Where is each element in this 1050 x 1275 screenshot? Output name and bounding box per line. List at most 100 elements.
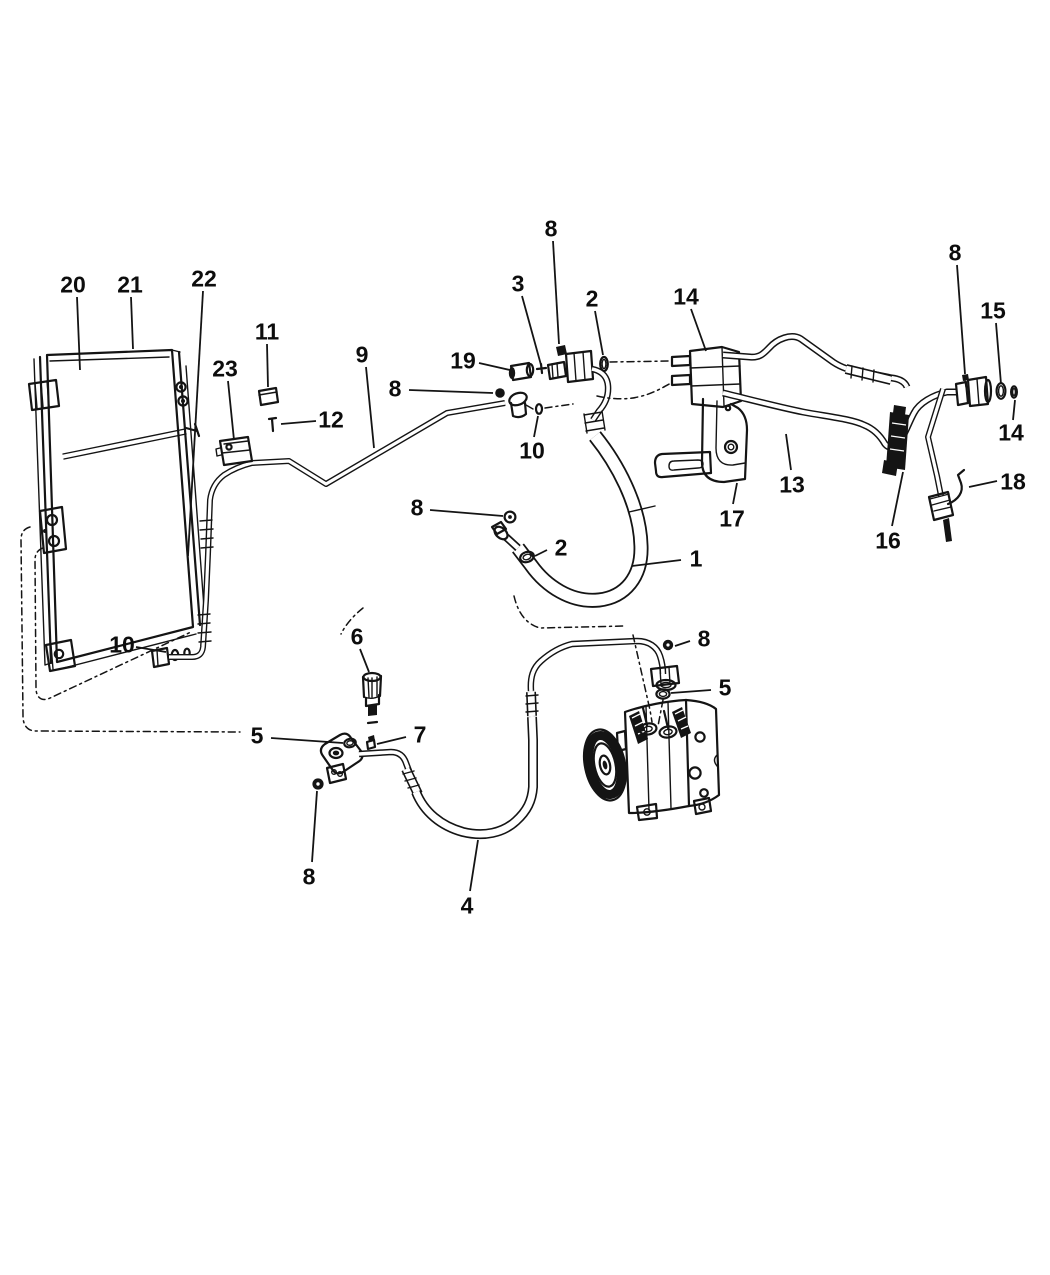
callout-8-leader-10 [552,240,560,345]
o-ring-14b [1009,385,1018,399]
callout-21-leader-1 [130,296,134,350]
bracket-17 [653,397,749,484]
o-ring-2a-inner [601,358,607,370]
callout-label-23-5: 23 [212,355,238,381]
valve-7 [365,735,377,751]
o-ring-2b [519,550,535,564]
callout-19-leader-7 [478,362,511,371]
callout-10-leader-14 [135,646,167,653]
compressor-rear-plate [684,698,721,816]
valve-8d [962,374,969,381]
callout-6-leader-25 [359,648,370,673]
callout-5-leader-26 [270,737,344,744]
o-ring-5b [655,688,671,700]
callout-label-2-23: 2 [555,534,568,560]
callout-23-leader-5 [227,380,235,441]
suction-hose-assembly [312,637,681,840]
callout-label-18-21: 18 [1000,468,1026,494]
callout-label-22-2: 22 [191,265,217,291]
callout-7-leader-27 [376,736,407,745]
callout-9-leader-6 [365,366,375,449]
callout-17-leader-19 [732,482,738,505]
condenser-side-block [38,505,68,555]
callout-label-8-10: 8 [545,215,558,241]
condenser-upper-right-ports [175,381,189,407]
bracket-16 [882,405,909,476]
line-end-sensor [927,490,955,542]
callout-14-leader-12 [690,308,707,352]
discharge-hose-assembly [490,345,656,608]
callout-label-17-19: 17 [719,505,745,531]
nut-8f [662,639,674,651]
callout-label-19-7: 19 [450,347,476,373]
callout-5-leader-31 [670,689,712,694]
callout-13-leader-18 [785,433,792,471]
callout-label-15-16: 15 [980,297,1006,323]
pressure-transducer-6 [361,671,383,725]
callout-label-3-9: 3 [512,270,525,296]
callout-3-leader-9 [521,295,542,366]
grommet-11 [257,386,280,407]
valve-core-3 [535,362,548,375]
nut-8e [312,778,324,790]
pipe-assembly-13 [722,333,1018,542]
callout-8-leader-28 [311,790,318,863]
pipe-end-fitting [954,374,1018,408]
liquid-line-end-fitting [495,388,544,419]
callout-8-leader-8 [408,389,494,394]
callout-18-leader-21 [968,480,998,488]
callout-label-8-30: 8 [698,625,711,651]
callout-label-21-1: 21 [117,271,143,297]
callout-label-14-12: 14 [673,283,699,309]
callout-2-leader-11 [594,310,604,356]
callout-22-leader-2 [187,290,204,557]
callout-label-6-25: 6 [351,623,364,649]
compressor-ear-right [672,707,691,738]
nut-8c [503,510,517,524]
condenser [27,348,206,673]
callout-10-leader-13 [533,415,539,438]
callout-label-8-8: 8 [389,375,402,401]
callout-8-leader-22 [429,509,504,517]
callout-label-8-22: 8 [411,494,424,520]
compressor-ear-left [629,711,648,744]
liquid-line-tube [169,388,544,660]
callout-14-leader-17 [1012,399,1016,421]
callout-label-8-15: 8 [949,239,962,265]
callout-label-11-3: 11 [255,318,280,344]
callout-20-leader-0 [76,296,81,371]
callout-label-2-11: 2 [586,285,599,311]
callout-label-10-14: 10 [109,631,135,657]
compressor [582,698,721,822]
fitting-23 [215,435,254,467]
callout-1-leader-24 [631,559,682,567]
callout-label-10-13: 10 [519,437,545,463]
callout-4-leader-29 [469,839,479,892]
callout-label-12-4: 12 [318,406,344,432]
service-port-fitting [546,345,595,384]
callout-12-leader-4 [280,420,317,425]
wire-18 [946,468,966,506]
callout-label-4-29: 4 [461,892,474,918]
cap-8a [495,388,505,398]
cap-19 [508,361,535,382]
callout-label-1-24: 1 [690,545,703,571]
compressor-ports [638,706,678,739]
condenser-upper-left-bracket [27,378,61,412]
compressor-pulley [582,728,628,802]
callout-8-leader-30 [674,640,691,647]
callout-label-5-31: 5 [719,674,732,700]
callout-label-16-20: 16 [875,527,901,553]
callout-label-20-0: 20 [60,271,86,297]
callout-2-leader-23 [534,549,548,557]
callout-label-7-27: 7 [414,721,427,747]
callout-label-8-28: 8 [303,863,316,889]
callout-label-9-6: 9 [356,341,369,367]
callout-label-13-18: 13 [779,471,805,497]
callout-label-14-17: 14 [998,419,1024,445]
callout-15-leader-16 [995,322,1002,385]
hose-crimp-collar [583,410,606,434]
